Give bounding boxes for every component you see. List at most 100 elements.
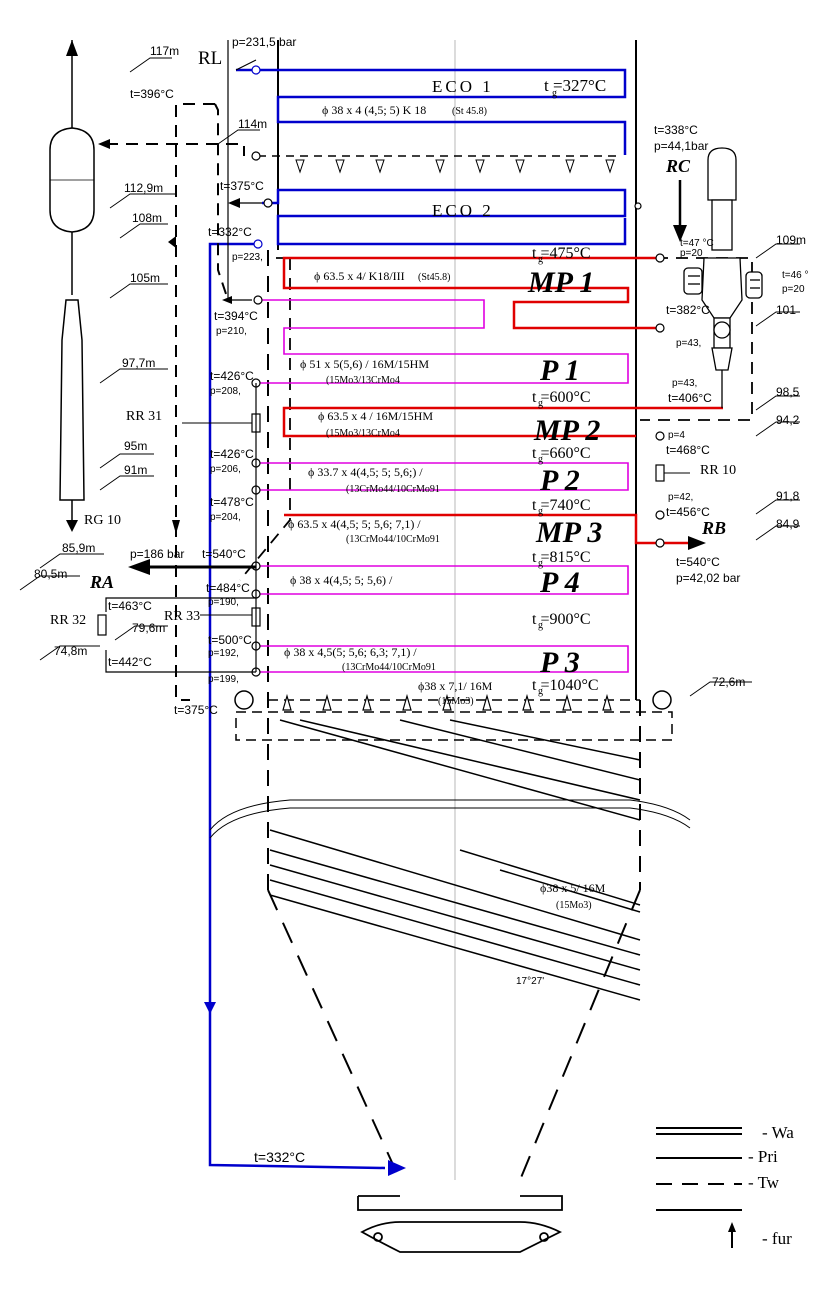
right-t540b: t=540°C xyxy=(676,555,720,569)
spec-wall: ϕ38 x 5/ 16M xyxy=(540,881,606,895)
elevation-markers xyxy=(19,57,800,697)
elev-84: 84,9 xyxy=(776,517,800,531)
gas-temp-3: t =600°C xyxy=(532,389,591,406)
right-t456: t=456°C xyxy=(666,505,710,519)
spec-wall-sub: (15Mo3) xyxy=(556,900,592,911)
left-p192: p=192, xyxy=(208,648,239,659)
elev-74: 74,8m xyxy=(54,644,87,658)
label-mp2: MP 2 xyxy=(533,414,600,447)
elev-91: 91m xyxy=(124,463,147,477)
elev-85: 85,9m xyxy=(62,541,95,555)
left-p190: p=190, xyxy=(208,597,239,608)
right-rr10: RR 10 xyxy=(700,463,736,478)
eco-hanger-arrows xyxy=(258,155,620,174)
spec-screen-sub: (15Mo3) xyxy=(438,696,474,707)
right-t468: t=468°C xyxy=(666,443,710,457)
spec-mp2: ϕ 63.5 x 4 / 16M/15HM xyxy=(318,409,433,423)
legend-item-1: - Pri xyxy=(748,1147,778,1166)
rb-arrowhead xyxy=(688,536,706,550)
left-rg10: RG 10 xyxy=(84,513,121,528)
gas-temp-7: t =900°C xyxy=(532,611,591,628)
gas-temp-2: t =475°C xyxy=(532,245,591,262)
screen-headers xyxy=(234,690,673,741)
drum-feed-arrowhead xyxy=(98,139,110,149)
pointer-lines xyxy=(182,422,690,616)
label-eco1: ECO 1 xyxy=(432,77,494,96)
right-p43b: p=43, xyxy=(672,378,697,389)
elev-72: 72,6m xyxy=(712,675,745,689)
left-t332b: t=332°C xyxy=(254,1149,305,1165)
left-t426b: t=426°C xyxy=(210,447,254,461)
legend-item-3: - fur xyxy=(762,1229,792,1248)
gas-temp-1: t =327°C xyxy=(544,76,606,95)
elev-79: 79,6m xyxy=(132,621,165,635)
break-line xyxy=(209,799,691,831)
right-t47: t=47 °C xyxy=(680,238,714,249)
right-rc: RC xyxy=(665,156,691,176)
elev-94: 94,2 xyxy=(776,413,800,427)
left-t394: t=394°C xyxy=(214,309,258,323)
right-p42: p=42, xyxy=(668,492,693,503)
right-p441: p=44,1bar xyxy=(654,139,708,153)
gas-sub-1: g xyxy=(552,88,557,99)
right-p4: p=4 xyxy=(668,430,685,441)
elev-97: 97,7m xyxy=(122,356,155,370)
spec-mp1-sub: (St45.8) xyxy=(418,272,451,283)
spec-p1-sub: (15Mo3/13CrMo4 xyxy=(326,375,400,386)
spec-p4: ϕ 38 x 4(4,5; 5; 5,6) / xyxy=(290,573,393,587)
label-p4: P 4 xyxy=(539,566,580,599)
spec-mp1: ϕ 63.5 x 4/ K18/III xyxy=(314,269,405,283)
left-t332a: t=332°C xyxy=(208,225,252,239)
legend-item-2: - Tw xyxy=(748,1173,780,1192)
gas-temp-8: t =1040°C xyxy=(532,677,599,694)
left-t375b: t=375°C xyxy=(174,703,218,717)
legend-arrow-icon xyxy=(728,1222,736,1232)
rg10-arrow xyxy=(66,520,78,532)
right-p20b: p=20 xyxy=(782,284,805,295)
gas-sub-4: g xyxy=(538,454,543,465)
superheater-coils xyxy=(258,299,629,673)
elev-109: 109m xyxy=(776,233,806,247)
label-mp1: MP 1 xyxy=(527,266,594,299)
left-t484: t=484°C xyxy=(206,581,250,595)
right-p20a: p=20 xyxy=(680,248,703,259)
elev-80: 80,5m xyxy=(34,567,67,581)
gas-sub-6: g xyxy=(538,558,543,569)
label-eco2: ECO 2 xyxy=(432,201,494,220)
gas-temp-4: t =660°C xyxy=(532,445,591,462)
elev-117: 117m xyxy=(150,44,179,58)
gas-sub-7: g xyxy=(538,620,543,631)
left-p199: p=199, xyxy=(208,674,239,685)
left-p186: p=186 bar xyxy=(130,547,184,561)
left-p231: p=231,5 bar xyxy=(232,35,296,49)
spec-angle: 17°27' xyxy=(516,976,544,987)
left-pipework xyxy=(105,40,262,673)
spec-p3: ϕ 38 x 4,5(5; 5,6; 6,3; 7,1) / xyxy=(284,645,417,659)
left-t396: t=396°C xyxy=(130,87,174,101)
left-t442: t=442°C xyxy=(108,655,152,669)
elev-91r: 91,8 xyxy=(776,489,800,503)
left-rr31: RR 31 xyxy=(126,409,162,424)
right-p4202: p=42,02 bar xyxy=(676,571,740,585)
drum-top-arrow xyxy=(66,40,78,56)
spec-eco1-sub: (St 45.8) xyxy=(452,106,487,117)
furnace-walls xyxy=(267,40,641,1181)
spec-p1: ϕ 51 x 5(5,6) / 16M/15HM xyxy=(300,357,429,371)
left-p210: p=210, xyxy=(216,326,247,337)
gas-temp-6: t =815°C xyxy=(532,549,591,566)
break-line-2 xyxy=(209,807,691,839)
left-rr32: RR 32 xyxy=(50,613,86,628)
right-t46: t=46 ° xyxy=(782,270,809,281)
spec-p2: ϕ 33.7 x 4(4,5; 5; 5,6;) / xyxy=(308,465,423,479)
t375-arrowhead xyxy=(228,198,240,208)
spec-p3-sub: (13CrMo44/10CrMo91 xyxy=(342,662,436,673)
elev-112: 112,9m xyxy=(124,181,163,195)
elev-98: 98,5 xyxy=(776,385,800,399)
separator-vessel xyxy=(683,147,763,408)
left-ra: RA xyxy=(89,572,114,592)
elev-114: 114m xyxy=(238,117,267,131)
header-nodes xyxy=(251,65,665,677)
legend-item-0: - Wa xyxy=(762,1123,794,1142)
elev-101: 101 xyxy=(776,303,796,317)
